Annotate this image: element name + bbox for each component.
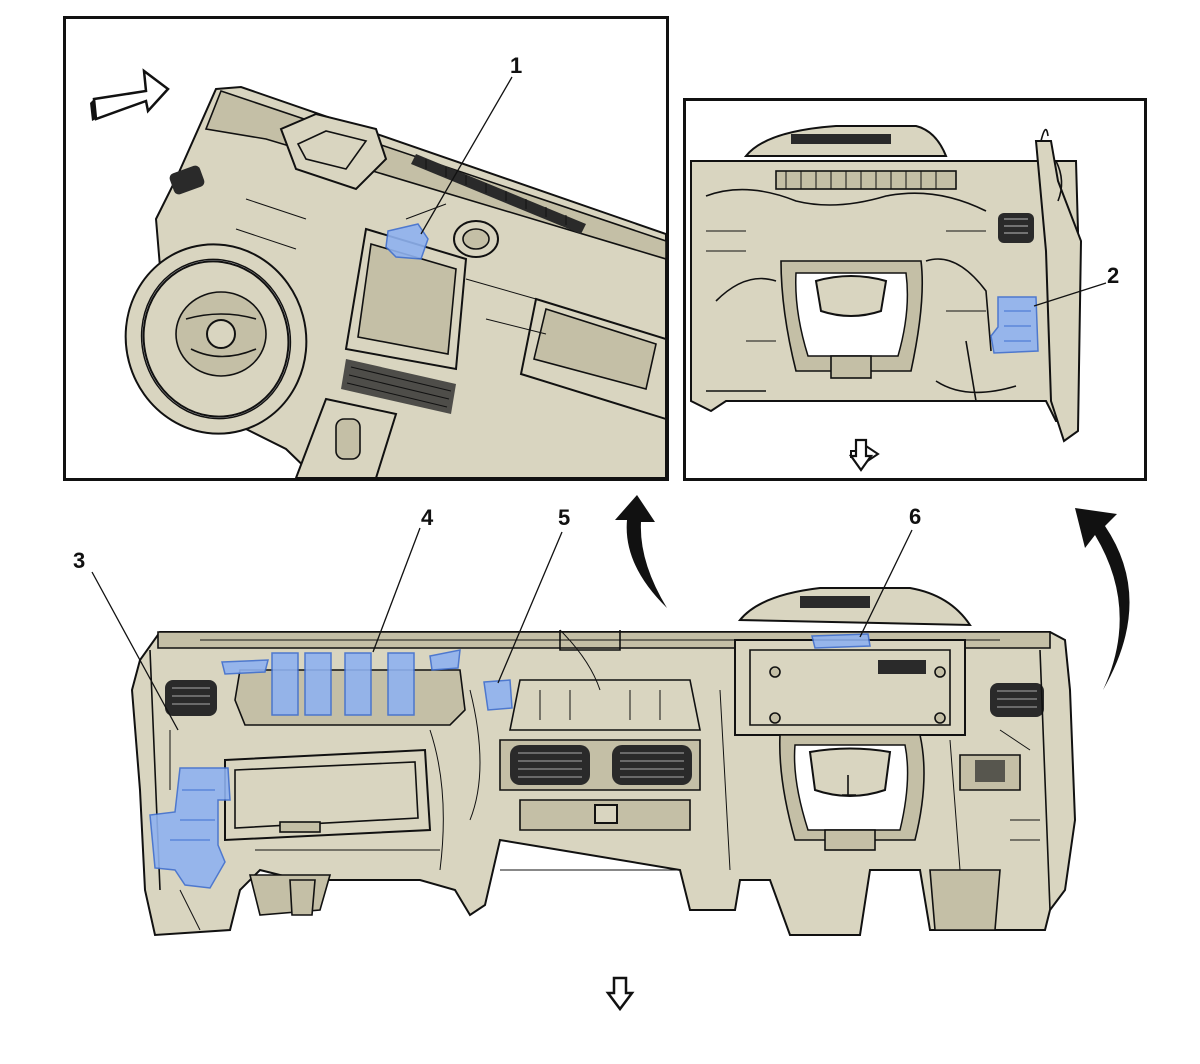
right-side-vent bbox=[990, 683, 1044, 717]
inset-driver-side-view: 1 bbox=[63, 16, 669, 481]
glovebox-opening bbox=[780, 260, 924, 379]
main-dashboard-view: 3 4 5 6 bbox=[0, 490, 1200, 1064]
left-side-vent bbox=[165, 680, 217, 716]
dashboard-rear-drawing bbox=[91, 527, 1077, 1012]
component-4-highlight bbox=[221, 649, 461, 716]
speaker bbox=[453, 220, 499, 258]
center-vents bbox=[341, 359, 456, 414]
callout-3: 3 bbox=[73, 548, 86, 573]
leader-line-3 bbox=[91, 571, 179, 731]
leader-line-1 bbox=[420, 76, 513, 235]
leader-line-4 bbox=[372, 527, 421, 653]
component-5-highlight bbox=[483, 679, 513, 711]
callout-2: 2 bbox=[1107, 263, 1120, 288]
leader-line-2 bbox=[1033, 282, 1107, 307]
top-vent-strip bbox=[775, 170, 957, 190]
steering-wheel bbox=[124, 243, 308, 435]
down-arrow-icon bbox=[605, 976, 635, 1012]
callout-1: 1 bbox=[510, 53, 523, 78]
center-vents bbox=[499, 739, 701, 791]
forward-arrow-icon bbox=[90, 68, 170, 121]
leader-line-6 bbox=[859, 529, 913, 638]
inset-driver-side-drawing bbox=[90, 68, 666, 478]
glovebox bbox=[224, 748, 432, 842]
component-6-highlight bbox=[811, 633, 871, 649]
leader-line-5 bbox=[497, 531, 563, 684]
inset-passenger-underside-view: 2 bbox=[683, 98, 1147, 481]
component-3-highlight bbox=[149, 767, 231, 889]
down-arrow-icon bbox=[848, 438, 880, 472]
inset-passenger-drawing bbox=[690, 125, 1107, 472]
defrost-vent bbox=[411, 154, 586, 234]
callout-4: 4 bbox=[421, 505, 434, 530]
passenger-glovebox-opening bbox=[778, 734, 925, 851]
side-vent bbox=[998, 213, 1034, 243]
callout-6: 6 bbox=[909, 504, 922, 529]
curved-arrow-icon bbox=[615, 495, 667, 608]
component-1-highlight bbox=[385, 223, 429, 260]
curved-arrow-icon bbox=[1075, 508, 1130, 690]
display-housing bbox=[734, 639, 966, 736]
component-2-highlight bbox=[990, 296, 1039, 354]
callout-5: 5 bbox=[558, 505, 571, 530]
